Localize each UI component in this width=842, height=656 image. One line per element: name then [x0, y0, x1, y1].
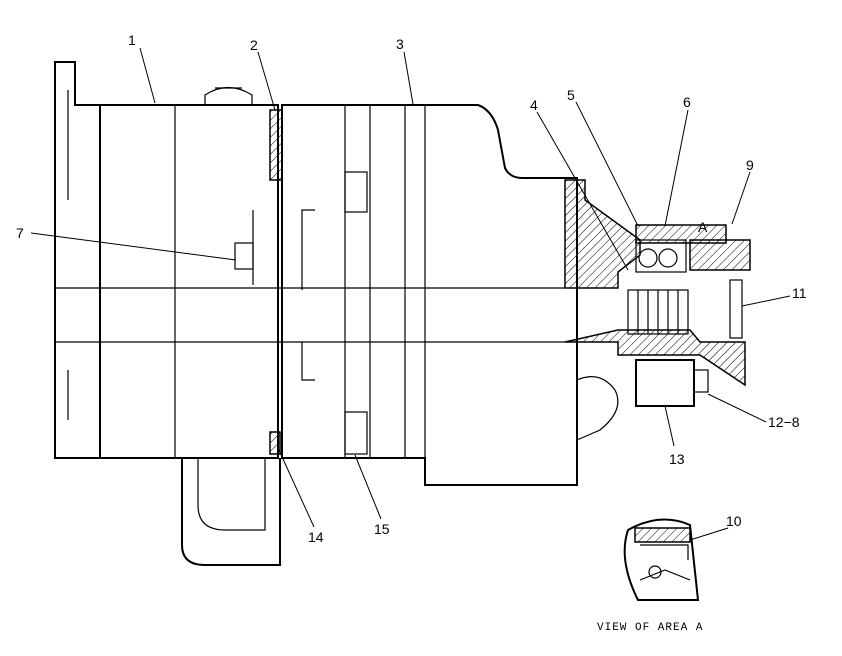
shaft-band	[55, 287, 565, 343]
callout-10: 10	[726, 513, 742, 529]
needle-bearing	[627, 289, 689, 335]
gasket-2	[269, 109, 283, 181]
leader-lines	[30, 47, 791, 541]
bearing-cover	[564, 179, 751, 387]
callout-7: 7	[16, 225, 24, 241]
callout-5: 5	[567, 87, 575, 103]
housing-1	[99, 86, 279, 459]
bolt-7	[234, 210, 254, 285]
callout-3: 3	[396, 36, 404, 52]
callout-14: 14	[308, 529, 324, 545]
callout-6: 6	[683, 94, 691, 110]
callout-11: 11	[792, 285, 807, 301]
detail-view-area-a	[623, 518, 700, 601]
mounting-flange	[54, 61, 101, 459]
callout-4: 4	[530, 97, 538, 113]
area-marker-a: A	[698, 219, 708, 235]
callout-2: 2	[250, 37, 258, 53]
housing-3	[281, 104, 578, 486]
seal-14	[269, 431, 281, 455]
callout-labels: 1 2 3 4 5 6 7 9 10 11 12−8 13 14 15 A	[16, 32, 807, 545]
callout-15: 15	[374, 521, 390, 537]
bottom-bracket	[181, 458, 281, 566]
callout-12-8: 12−8	[768, 414, 800, 430]
detail-caption: VIEW OF AREA A	[597, 622, 703, 634]
callout-1: 1	[128, 32, 136, 48]
pump-body-13	[576, 359, 709, 441]
callout-13: 13	[669, 451, 685, 467]
callout-9: 9	[746, 157, 754, 173]
